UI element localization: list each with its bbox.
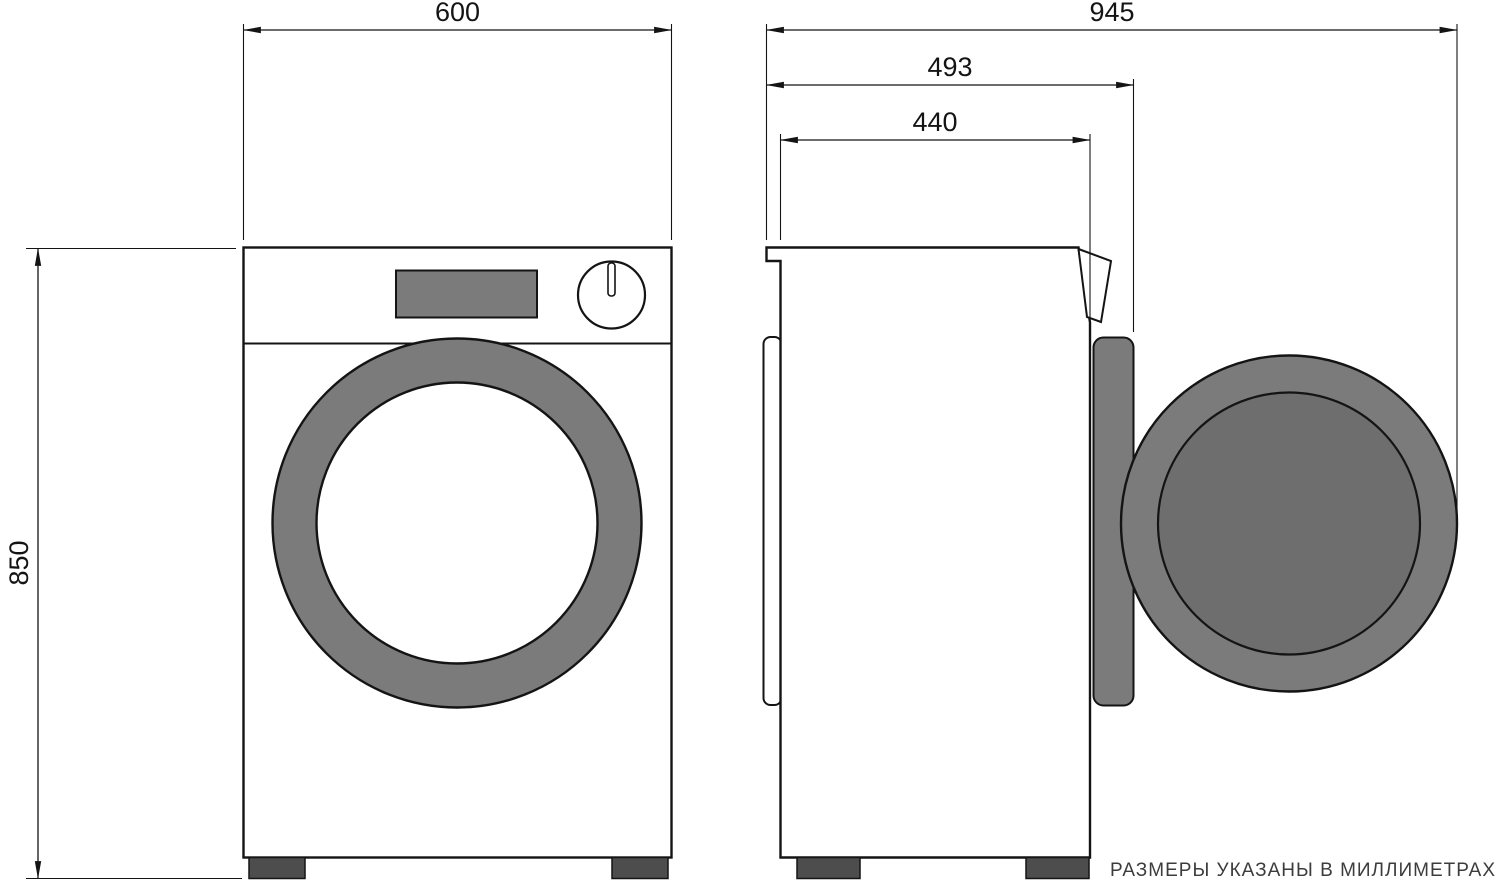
front-height-dimension: 850 [4, 247, 242, 880]
side-depth-door-label: 493 [927, 52, 972, 82]
side-body [765, 246, 1092, 859]
side-depth-body-label: 440 [912, 107, 957, 137]
front-left-foot [248, 856, 306, 880]
knob-pointer [607, 262, 616, 297]
front-width-label: 600 [435, 0, 480, 27]
detergent-drawer [1077, 247, 1113, 324]
front-right-foot [611, 856, 669, 880]
front-view [242, 246, 673, 880]
back-panel-bulge [762, 336, 783, 706]
side-depth-body-dimension: 440 [779, 107, 1091, 318]
side-view [762, 246, 1459, 880]
side-left-foot [796, 856, 861, 880]
front-height-label: 850 [4, 540, 34, 585]
door-glass [315, 381, 599, 665]
side-depth-total-label: 945 [1089, 0, 1134, 27]
display-panel [395, 269, 538, 319]
front-width-dimension: 600 [242, 0, 673, 240]
side-depth-total-dimension: 945 [765, 0, 1458, 512]
open-door-inner [1156, 391, 1422, 656]
side-depth-door-dimension: 493 [765, 52, 1135, 332]
side-right-foot [1025, 856, 1090, 880]
units-note: РАЗМЕРЫ УКАЗАНЫ В МИЛЛИМЕТРАХ [1110, 860, 1496, 881]
